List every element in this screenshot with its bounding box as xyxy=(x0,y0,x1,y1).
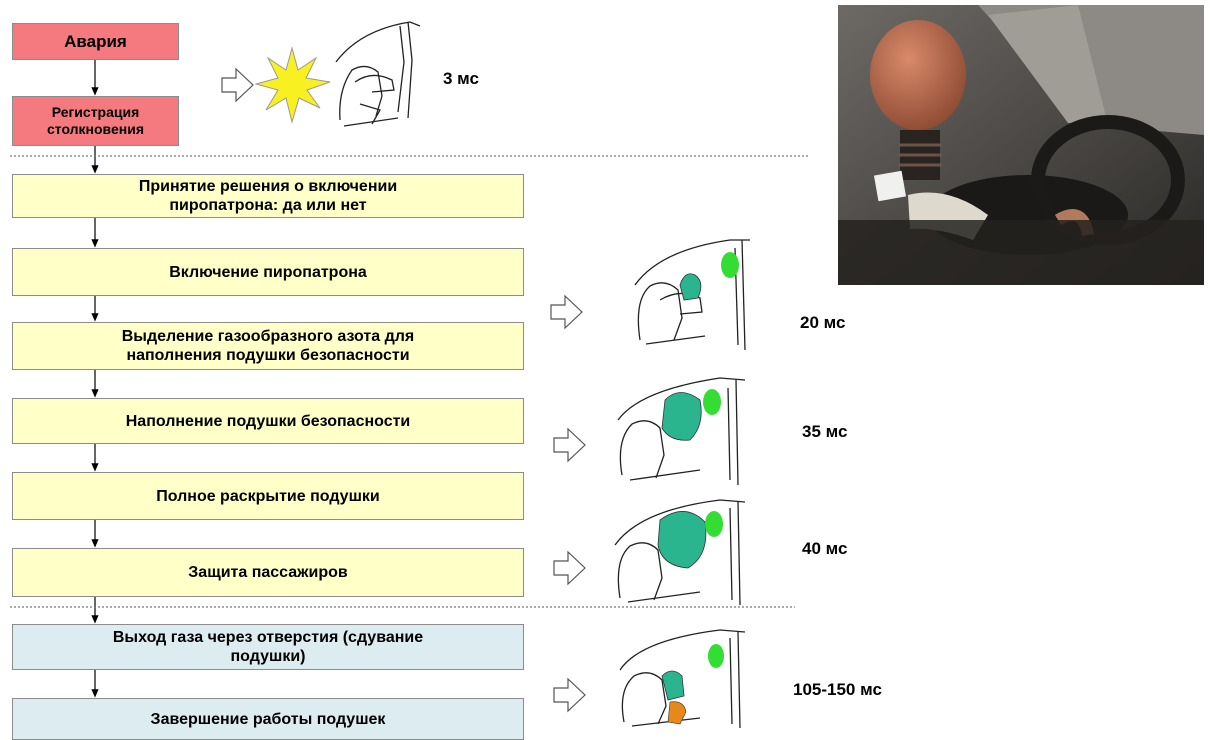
car-sketch-105-150ms xyxy=(620,630,745,728)
step-collision-registration: Регистрация столкновения xyxy=(12,96,179,146)
car-sketch-empty xyxy=(336,22,420,126)
timing-label: 20 мс xyxy=(800,313,845,333)
car-sketch-35ms xyxy=(618,378,745,485)
timing-label: 3 мс xyxy=(443,69,479,89)
step-label: Защита пассажиров xyxy=(188,563,347,582)
step-label: Авария xyxy=(64,32,127,51)
step-pyro-activation: Включение пиропатрона xyxy=(12,248,524,296)
step-label: Регистрация столкновения xyxy=(47,104,144,138)
car-sketch-20ms xyxy=(635,240,750,350)
step-gas-venting: Выход газа через отверстия (сдувание под… xyxy=(12,624,524,670)
step-label: Выделение газообразного азота для наполн… xyxy=(122,327,415,365)
step-label: Принятие решения о включении пиропатрона… xyxy=(139,177,397,215)
timing-label: 105-150 мс xyxy=(793,680,882,700)
step-nitrogen-release: Выделение газообразного азота для наполн… xyxy=(12,322,524,370)
step-crash: Авария xyxy=(12,23,179,60)
step-completion: Завершение работы подушек xyxy=(12,698,524,740)
step-airbag-filling: Наполнение подушки безопасности xyxy=(12,398,524,444)
step-label: Полное раскрытие подушки xyxy=(156,487,380,506)
step-label: Наполнение подушки безопасности xyxy=(126,412,411,431)
crash-test-photo xyxy=(838,5,1204,285)
step-full-deployment: Полное раскрытие подушки xyxy=(12,472,524,520)
step-label: Включение пиропатрона xyxy=(169,263,367,282)
car-sketch-40ms xyxy=(615,500,745,605)
timing-label: 35 мс xyxy=(802,422,847,442)
timing-label: 40 мс xyxy=(802,539,847,559)
step-label: Выход газа через отверстия (сдувание под… xyxy=(113,628,423,666)
step-passenger-protection: Защита пассажиров xyxy=(12,548,524,597)
step-label: Завершение работы подушек xyxy=(151,710,386,729)
step-decision: Принятие решения о включении пиропатрона… xyxy=(12,174,524,218)
